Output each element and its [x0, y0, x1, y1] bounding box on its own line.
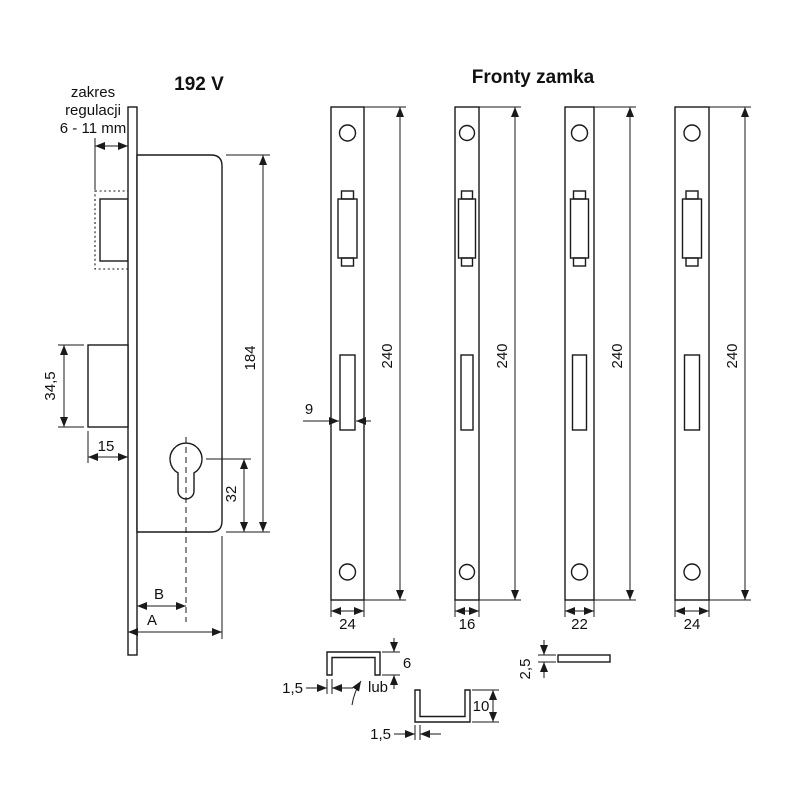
latch-opening	[457, 198, 477, 259]
dim-label-b: B	[154, 586, 164, 603]
adjustment-note-line1: zakres	[71, 84, 115, 101]
u-profile-down: 6 1,5	[282, 638, 411, 697]
screw-hole-top	[570, 124, 589, 142]
screw-hole-top	[338, 124, 357, 142]
faceplate-4: 240 24	[674, 106, 751, 633]
or-annotation: lub	[351, 679, 388, 706]
latch-cap-bottom	[572, 257, 587, 267]
deadbolt-cutout	[339, 354, 356, 431]
left-view-title: 192 V	[174, 74, 224, 95]
flat-profile: 2,5	[517, 640, 611, 680]
latch-cap-bottom	[685, 257, 699, 267]
dim-label-height-1: 240	[379, 343, 396, 368]
dim-label-9: 9	[305, 401, 313, 418]
dim-cutout-width: 9	[303, 401, 371, 425]
fronts-title: Fronty zamka	[472, 67, 595, 88]
latch-cap-bottom	[460, 257, 474, 267]
adjustment-note-line2: regulacji	[65, 102, 121, 119]
dim-adjustment-range	[94, 138, 128, 190]
dim-cylinder-offset: 32	[206, 458, 251, 532]
dim-label-a: A	[147, 612, 157, 629]
dim-label-width-1: 24	[339, 616, 356, 633]
screw-hole-top	[458, 124, 476, 142]
dim-label-32: 32	[223, 486, 240, 503]
dim-a: A	[128, 536, 223, 639]
faceplate-outline	[454, 106, 480, 601]
latch-bolt	[99, 198, 129, 262]
faceplate-edge	[127, 106, 138, 656]
deadbolt-cutout	[683, 354, 701, 431]
u-profile-up-outline	[414, 689, 471, 723]
screw-hole-bottom	[458, 563, 476, 581]
faceplates-view: Fronty zamka 240 24 9	[303, 67, 751, 633]
latch-cap-top	[572, 190, 587, 200]
or-leader-arrow	[351, 680, 362, 706]
screw-hole-bottom	[683, 563, 701, 581]
adjustment-note-line3: 6 - 11 mm	[60, 120, 126, 137]
dim-label-height-3: 240	[609, 343, 626, 368]
latch-cap-bottom	[340, 257, 355, 267]
dim-label-height-2: 240	[494, 343, 511, 368]
u-profile-down-outline	[326, 651, 381, 676]
dim-b: B	[137, 586, 186, 610]
dim-label-10: 10	[473, 698, 490, 715]
faceplate-2: 240 16	[454, 106, 521, 633]
deadbolt-cutout	[571, 354, 588, 431]
u-profile-up: 10 1,5	[370, 689, 499, 743]
faceplate-outline	[330, 106, 365, 601]
latch-cap-top	[340, 190, 355, 200]
dim-deadbolt-throw: 15	[87, 431, 128, 463]
dim-label-2-5: 2,5	[517, 659, 534, 680]
screw-hole-bottom	[338, 563, 357, 581]
dim-deadbolt-height: 34,5	[42, 344, 84, 428]
faceplate-outline	[564, 106, 595, 601]
faceplate-outline	[674, 106, 710, 601]
dim-case-height: 184	[226, 154, 270, 533]
deadbolt-cutout	[460, 354, 474, 431]
dim-label-width-3: 22	[571, 616, 588, 633]
faceplate-3: 240 22	[564, 106, 636, 633]
deadbolt	[87, 344, 129, 428]
dim-label-height-4: 240	[724, 343, 741, 368]
dim-label-6: 6	[403, 655, 411, 672]
faceplate-1: 240 24 9	[303, 106, 406, 633]
dim-label-184: 184	[242, 345, 259, 370]
dim-label-width-2: 16	[459, 616, 476, 633]
lock-side-view: zakres regulacji 6 - 11 mm 192 V 34,5	[42, 74, 270, 656]
dim-label-width-4: 24	[684, 616, 701, 633]
dim-label-1-5-b: 1,5	[370, 726, 391, 743]
dim-label-1-5-a: 1,5	[282, 680, 303, 697]
dim-label-15: 15	[98, 438, 115, 455]
profile-sections: 6 1,5 lub 10 1,5	[282, 638, 611, 743]
screw-hole-bottom	[570, 563, 589, 581]
latch-opening	[569, 198, 590, 259]
latch-cap-top	[460, 190, 474, 200]
dim-label-34-5: 34,5	[42, 371, 59, 400]
lock-case	[136, 154, 223, 533]
flat-profile-outline	[557, 654, 611, 663]
latch-cap-top	[685, 190, 699, 200]
latch-opening	[681, 198, 703, 259]
or-label: lub	[368, 679, 388, 696]
latch-opening	[337, 198, 358, 259]
screw-hole-top	[683, 124, 701, 142]
